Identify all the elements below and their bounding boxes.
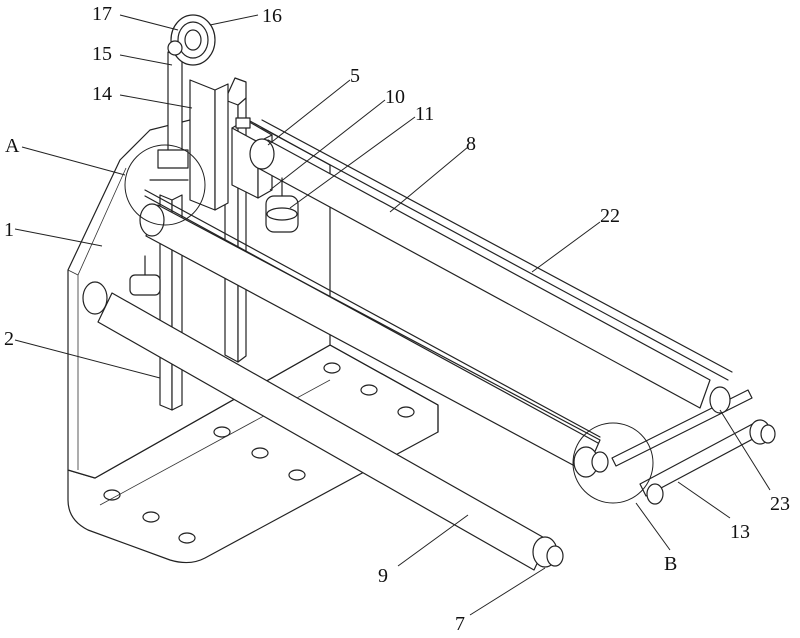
label-15: 15 xyxy=(92,43,112,65)
label-11: 11 xyxy=(415,103,434,125)
label-23: 23 xyxy=(770,493,790,515)
label-17: 17 xyxy=(92,3,112,25)
callout-labels: 17 16 15 14 5 10 11 A 8 1 22 2 23 13 9 B… xyxy=(4,3,790,635)
pulley xyxy=(167,14,216,66)
label-10: 10 xyxy=(385,86,405,108)
upper-rear-roller xyxy=(249,138,711,409)
upper-front-roller xyxy=(139,149,601,473)
right-end-assembly xyxy=(573,386,776,505)
label-16: 16 xyxy=(262,5,282,27)
connecting-bar xyxy=(144,189,601,444)
label-1: 1 xyxy=(4,219,14,241)
label-2: 2 xyxy=(4,328,14,350)
top-guide-rod xyxy=(261,119,733,381)
label-22: 22 xyxy=(600,205,620,227)
base-plate-holes xyxy=(103,362,415,544)
leader-lines xyxy=(14,14,771,616)
detail-circle-a xyxy=(124,144,206,226)
label-13: 13 xyxy=(730,521,750,543)
detail-circle-b xyxy=(572,422,654,504)
damper xyxy=(265,177,299,233)
label-a: A xyxy=(5,135,20,157)
label-5: 5 xyxy=(350,65,360,87)
label-7: 7 xyxy=(455,613,465,635)
left-damper xyxy=(129,255,161,296)
label-9: 9 xyxy=(378,565,388,587)
lower-roller xyxy=(82,281,564,571)
label-b: B xyxy=(664,553,677,575)
label-8: 8 xyxy=(466,133,476,155)
label-14: 14 xyxy=(92,83,112,105)
